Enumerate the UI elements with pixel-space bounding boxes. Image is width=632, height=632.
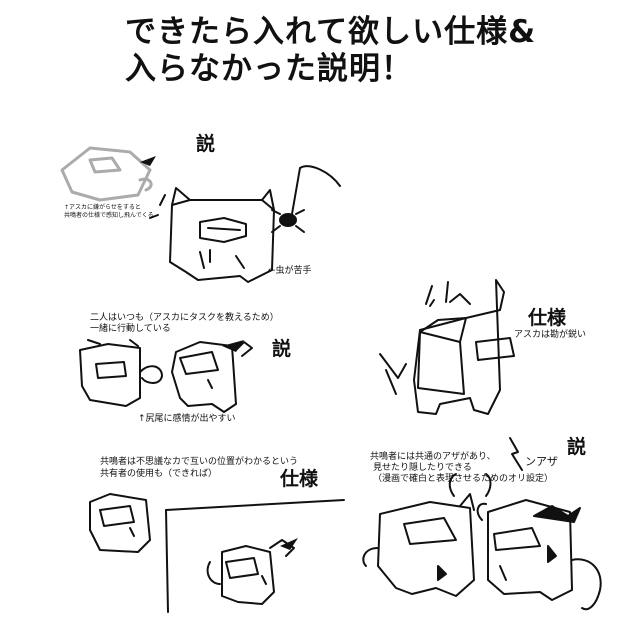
section-5-note-2: 見せたり隠したりできる — [373, 463, 472, 473]
section-4-heading: 仕様 — [280, 468, 319, 490]
section-3-note-1: 二人はいつも（アスカにタスクを教えるため） — [90, 313, 279, 323]
section-2-heading: 仕様 — [528, 307, 567, 329]
blurred-flying-character — [60, 146, 153, 202]
section-5-heading: 説 — [567, 436, 587, 458]
characters-pair-walking — [79, 339, 253, 413]
section-5-note-3: （漫画で確白と表現させるためのオリ設定） — [373, 474, 554, 484]
wing-decorations — [140, 156, 298, 550]
section-4-note-2: 共有者の使用も（できれば） — [100, 469, 218, 479]
character-alone-spider — [149, 165, 341, 283]
character-with-box — [379, 279, 515, 415]
characters-pair-showing-mark — [362, 437, 602, 611]
section-3-note-3: ↑尻尾に感情が出やすい — [138, 414, 236, 424]
character-with-wall — [89, 493, 345, 613]
section-3-note-2: 一緒に行動している — [90, 324, 171, 334]
section-5-note-1: 共鳴者には共通のアザがあり、 — [370, 452, 496, 462]
section-1-note-1: ↑アスカに嫌がらせをすると — [64, 204, 141, 211]
section-1-note-3: ←虫が苦手 — [268, 266, 312, 276]
section-3-heading: 説 — [272, 338, 292, 360]
page-title-line-2: 入らなかった説明！ — [125, 51, 413, 87]
section-5-mark-label: ンアザ — [525, 455, 558, 468]
section-1-heading: 説 — [196, 133, 216, 155]
section-1-note-2: 共鳴者の仕様で感知し飛んでくる — [64, 212, 154, 219]
section-2-note-1: アスカは勘が鋭い — [514, 330, 587, 340]
page-title-line-1: できたら入れて欲しい仕様& — [125, 14, 537, 50]
section-4-note-1: 共鳴者は不思議なカで互いの位置がわかるという — [100, 457, 299, 467]
